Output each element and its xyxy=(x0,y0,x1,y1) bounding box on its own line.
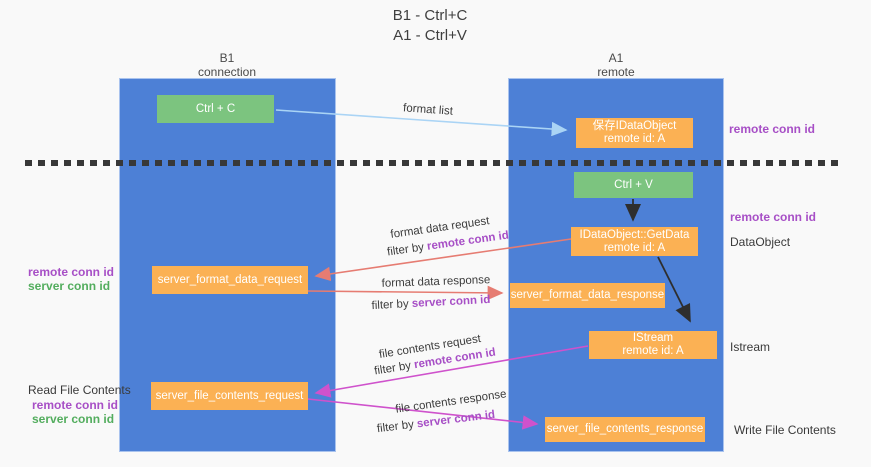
server-conn-id-label-left-mid: server conn id xyxy=(28,279,111,293)
title-line-2: A1 - Ctrl+V xyxy=(393,27,467,44)
filter-by-text: filter by xyxy=(376,418,418,436)
server-format-data-response-label: server_format_data_response xyxy=(510,289,665,301)
filter-by-text: filter by xyxy=(371,298,413,313)
remote-conn-id-label-left-bottom: remote conn id xyxy=(32,398,119,412)
server-file-contents-request-box: server_file_contents_request xyxy=(151,382,308,410)
idataobject-getdata-line2: remote id: A xyxy=(603,241,666,254)
istream-box: IStream remote id: A xyxy=(589,331,717,359)
format-list-label: format list xyxy=(402,102,454,118)
remote-conn-id-label-left-mid: remote conn id xyxy=(28,265,115,279)
filter-by-text: filter by xyxy=(386,240,428,259)
format-data-response-arrow xyxy=(307,285,504,301)
istream-line1: IStream xyxy=(632,332,674,344)
write-file-contents-label: Write File Contents xyxy=(734,423,836,437)
dataobject-label: DataObject xyxy=(730,235,791,249)
istream-line2: remote id: A xyxy=(622,345,684,357)
save-idataobject-line1: 保存IDataObject xyxy=(592,120,677,132)
left-column-role: connection xyxy=(197,65,257,79)
right-column-header: A1 remote xyxy=(546,51,686,79)
file-contents-response-filter-label: filter by server conn id xyxy=(376,409,495,435)
idataobject-getdata-line1: IDataObject::GetData xyxy=(579,228,690,241)
istream-side-label: Istream xyxy=(730,340,771,354)
server-conn-id-label-left-bottom: server conn id xyxy=(32,412,115,426)
ctrl-c-label: Ctrl + C xyxy=(195,102,236,115)
remote-conn-id-label-top-right: remote conn id xyxy=(729,122,816,136)
server-conn-id-inline: server conn id xyxy=(416,408,496,431)
format-data-response-label: format data response xyxy=(381,274,491,290)
server-conn-id-inline: server conn id xyxy=(411,293,491,310)
server-format-data-request-label: server_format_data_request xyxy=(157,273,303,286)
ctrl-v-box: Ctrl + V xyxy=(574,172,693,198)
format-data-response-filter-label: filter by server conn id xyxy=(371,294,490,312)
save-idataobject-line2: remote id: A xyxy=(603,133,666,145)
server-file-contents-response-label: server_file_contents_response xyxy=(546,423,704,435)
server-format-data-request-box: server_format_data_request xyxy=(152,266,308,294)
remote-conn-id-label-mid-right: remote conn id xyxy=(730,210,817,224)
diagram-title: B1 - Ctrl+C A1 - Ctrl+V xyxy=(310,6,550,46)
server-file-contents-request-label: server_file_contents_request xyxy=(155,389,304,402)
right-column-role: remote xyxy=(597,65,635,79)
right-column-name: A1 xyxy=(608,51,624,65)
ctrl-c-box: Ctrl + C xyxy=(157,95,274,123)
idataobject-getdata-box: IDataObject::GetData remote id: A xyxy=(571,227,698,256)
ctrl-v-label: Ctrl + V xyxy=(614,178,653,191)
server-format-data-response-box: server_format_data_response xyxy=(510,283,665,308)
title-line-1: B1 - Ctrl+C xyxy=(392,7,468,24)
filter-by-text: filter by xyxy=(373,359,416,378)
left-column-name: B1 xyxy=(219,51,235,65)
left-column-header: B1 connection xyxy=(157,51,297,79)
save-idataobject-box: 保存IDataObject remote id: A xyxy=(576,118,693,148)
read-file-contents-label: Read File Contents xyxy=(28,383,131,397)
server-file-contents-response-box: server_file_contents_response xyxy=(545,417,705,442)
